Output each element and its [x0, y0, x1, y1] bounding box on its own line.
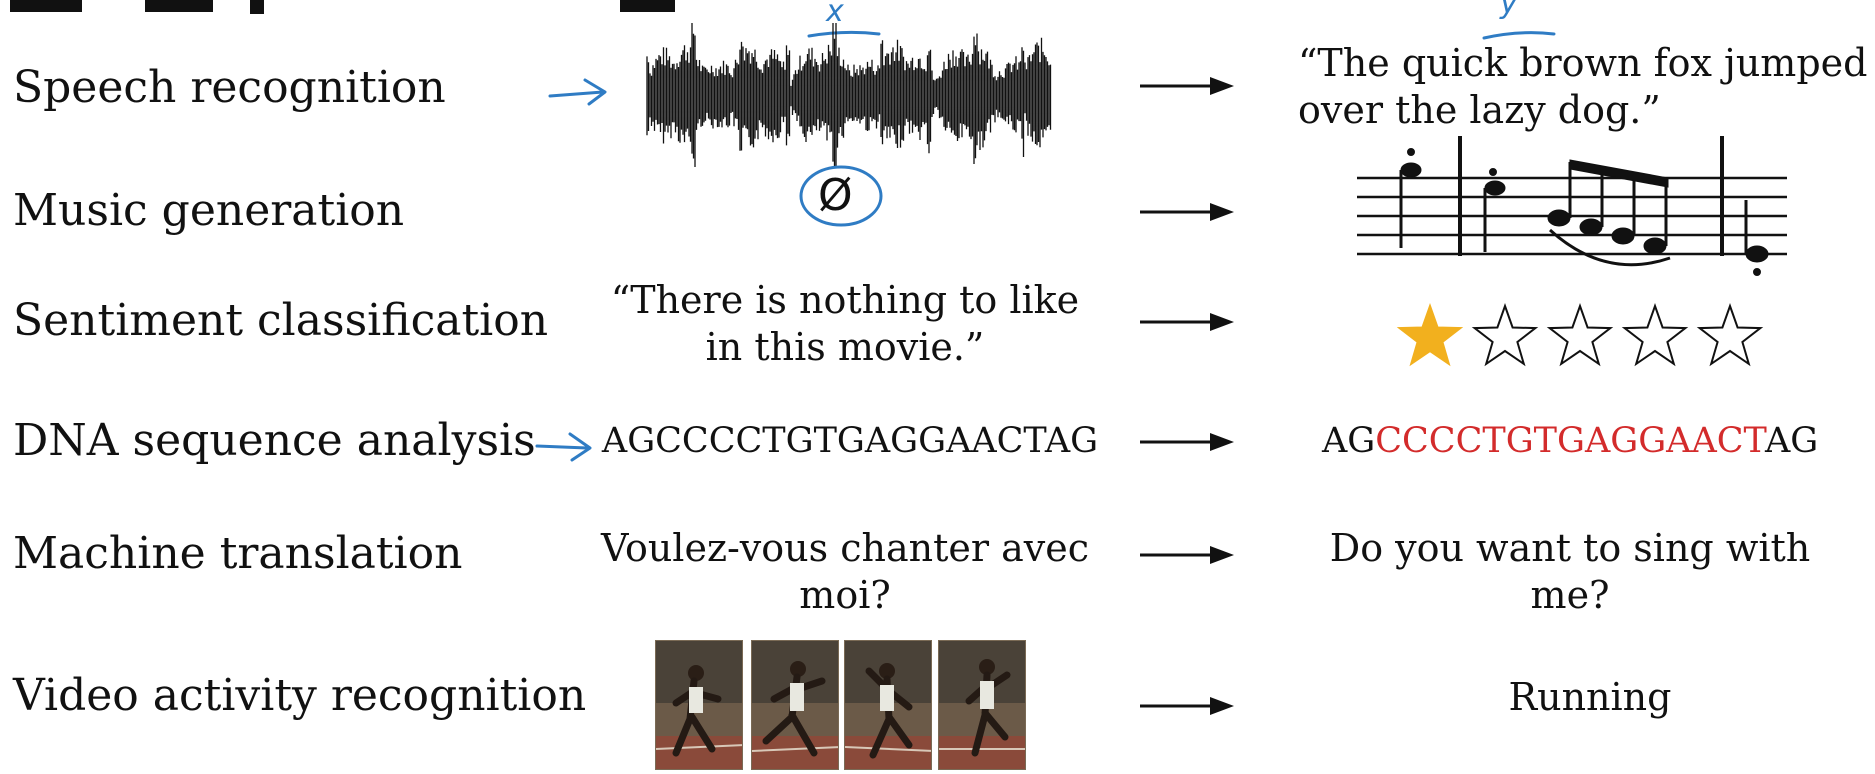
dna-output: AGCCCCTGTGAGGAACTAG: [1322, 418, 1818, 465]
video-frame-icon: [938, 640, 1026, 770]
speech-output: “The quick brown fox jumped over the laz…: [1298, 40, 1867, 134]
dna-output-prefix: AG: [1322, 421, 1376, 461]
star-rating: [1396, 302, 1764, 367]
dna-input: AGCCCCTGTGAGGAACTAG: [601, 421, 1099, 461]
x-underline: [807, 30, 881, 38]
sentiment-input-line2: in this movie.”: [705, 325, 985, 369]
empty-input-circle: [799, 165, 883, 227]
star-empty-icon: [1546, 302, 1614, 367]
sentiment-input: “There is nothing to like in this movie.…: [600, 277, 1090, 371]
waveform-trace: [646, 23, 1052, 167]
star-filled-icon: [1396, 302, 1464, 367]
speech-output-line2: over the lazy dog.”: [1298, 88, 1661, 132]
video-frame-icon: [844, 640, 932, 770]
y-annotation: y: [1500, 0, 1518, 21]
translation-input: Voulez-vous chanter avec moi?: [590, 525, 1100, 619]
arrow-icon: [1140, 433, 1234, 451]
arrow-icon: [1140, 546, 1234, 564]
dna-output-suffix: AG: [1764, 421, 1819, 461]
ink-arrow-icon: [548, 78, 607, 106]
music-staff-icon: [1357, 136, 1787, 276]
ink-arrow-icon: [535, 432, 592, 462]
translation-input-line2: moi?: [799, 573, 891, 617]
video-frame-icon: [751, 640, 839, 770]
sentiment-input-line1: “There is nothing to like: [610, 278, 1080, 322]
star-empty-icon: [1696, 302, 1764, 367]
row-label-speech: Speech recognition: [13, 62, 446, 113]
row-label-music: Music generation: [13, 185, 405, 236]
video-frame-icon: [655, 640, 743, 770]
row-label-video: Video activity recognition: [13, 670, 587, 721]
row-label-dna: DNA sequence analysis: [13, 415, 536, 466]
translation-output: Do you want to sing with me?: [1290, 525, 1850, 619]
dna-output-highlight: CCCCTGTGAGGAACT: [1375, 421, 1765, 461]
arrow-icon: [1140, 77, 1234, 95]
waveform-icon: [646, 23, 1052, 167]
arrow-icon: [1140, 313, 1234, 331]
translation-output-line1: Do you want to sing with: [1329, 526, 1811, 570]
y-underline: [1482, 31, 1556, 40]
video-output: Running: [1508, 675, 1672, 719]
star-empty-icon: [1471, 302, 1539, 367]
speech-output-line1: “The quick brown fox jumped: [1298, 41, 1868, 85]
arrow-icon: [1140, 697, 1234, 715]
title-fragment: [10, 0, 675, 14]
row-label-translation: Machine translation: [13, 528, 463, 579]
row-label-sentiment: Sentiment classification: [13, 295, 549, 346]
translation-output-line2: me?: [1530, 573, 1610, 617]
x-annotation: x: [826, 0, 844, 29]
star-empty-icon: [1621, 302, 1689, 367]
empty-input-symbol: Ø: [818, 170, 853, 221]
translation-input-line1: Voulez-vous chanter avec: [601, 526, 1089, 570]
arrow-icon: [1140, 203, 1234, 221]
